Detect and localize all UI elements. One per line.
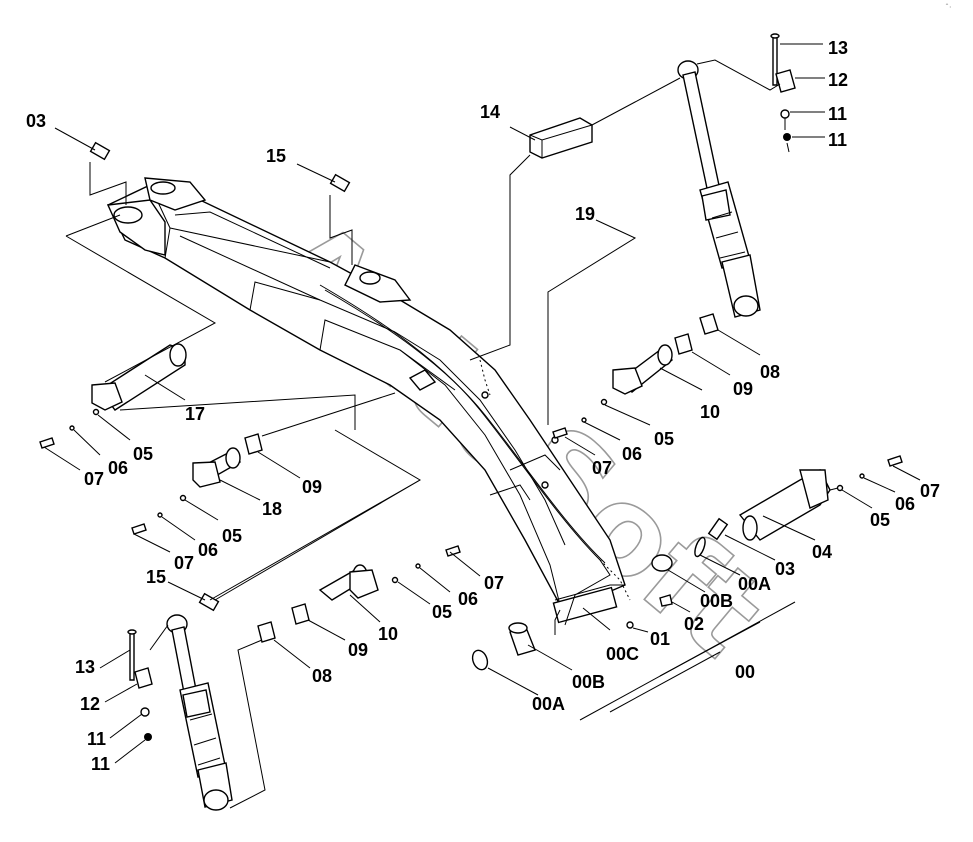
arm-body — [106, 177, 631, 626]
label-05-far: 05 — [870, 510, 890, 530]
label-06-b: 06 — [198, 540, 218, 560]
label-12-bl: 12 — [80, 694, 100, 714]
label-10-r: 10 — [700, 402, 720, 422]
label-02: 02 — [684, 614, 704, 634]
label-00A-b: 00A — [532, 694, 565, 714]
loose-parts — [39, 117, 903, 643]
label-00: 00 — [735, 662, 755, 682]
label-03-top: 03 — [26, 111, 46, 131]
label-10-c: 10 — [378, 624, 398, 644]
label-06-a: 06 — [108, 458, 128, 478]
label-13-top: 13 — [828, 38, 848, 58]
label-05-c: 05 — [432, 602, 452, 622]
label-05-a: 05 — [133, 444, 153, 464]
label-06-r: 06 — [622, 444, 642, 464]
label-09-a: 09 — [302, 477, 322, 497]
label-00B-b: 00B — [572, 672, 605, 692]
label-01: 01 — [650, 629, 670, 649]
label-06-far: 06 — [895, 494, 915, 514]
cylinder-bottom-left — [127, 614, 233, 811]
label-07-b: 07 — [174, 553, 194, 573]
label-11-bl-b: 11 — [91, 754, 110, 774]
label-11-top-a: 11 — [828, 104, 847, 124]
leader-lines — [43, 43, 921, 809]
cylinder-top-right — [677, 33, 796, 318]
label-09-c: 09 — [348, 640, 368, 660]
arm-foot-parts — [471, 469, 831, 671]
label-05-b: 05 — [222, 526, 242, 546]
label-18: 18 — [262, 499, 282, 519]
label-06-c: 06 — [458, 589, 478, 609]
label-13-bl: 13 — [75, 657, 95, 677]
label-07-far: 07 — [920, 481, 940, 501]
label-19: 19 — [575, 204, 595, 224]
part-labels: 03 15 14 13 12 11 11 19 17 05 06 07 09 1… — [26, 38, 940, 774]
corner-mark: ˆ· — [945, 2, 952, 12]
label-14: 14 — [480, 102, 500, 122]
label-11-top-b: 11 — [828, 130, 847, 150]
label-15-bl: 15 — [146, 567, 166, 587]
label-07-a: 07 — [84, 469, 104, 489]
label-00C: 00C — [606, 644, 639, 664]
label-00B-r: 00B — [700, 591, 733, 611]
label-08-r: 08 — [760, 362, 780, 382]
label-07-r: 07 — [592, 458, 612, 478]
label-00A-r: 00A — [738, 574, 771, 594]
label-08-c: 08 — [312, 666, 332, 686]
label-03-r: 03 — [775, 559, 795, 579]
label-17: 17 — [185, 404, 205, 424]
label-07-c: 07 — [484, 573, 504, 593]
label-12-top: 12 — [828, 70, 848, 90]
label-04: 04 — [812, 542, 832, 562]
label-09-r: 09 — [733, 379, 753, 399]
label-11-bl-a: 11 — [87, 729, 106, 749]
label-15-top: 15 — [266, 146, 286, 166]
label-05-r: 05 — [654, 429, 674, 449]
